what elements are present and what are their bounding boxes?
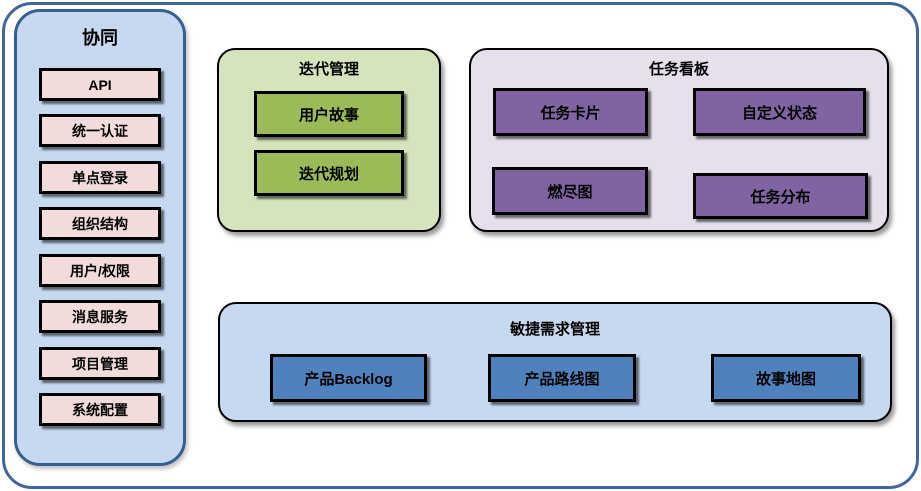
feature-story-map: 故事地图 <box>711 354 861 402</box>
feature-iteration-planning: 迭代规划 <box>254 150 404 196</box>
group-agile-requirements: 敏捷需求管理 产品Backlog 产品路线图 故事地图 <box>218 302 892 422</box>
collaboration-panel-title: 协同 <box>82 28 118 48</box>
sidebar-item-org-structure: 组织结构 <box>39 207 161 240</box>
group-task-board: 任务看板 任务卡片 自定义状态 燃尽图 任务分布 <box>469 48 889 232</box>
sidebar-item-project-management: 项目管理 <box>39 347 161 380</box>
group-iteration-management: 迭代管理 用户故事 迭代规划 <box>217 48 441 232</box>
sidebar-item-system-config: 系统配置 <box>39 393 161 426</box>
feature-task-card: 任务卡片 <box>493 88 648 136</box>
sidebar-item-message-service: 消息服务 <box>39 300 161 333</box>
collaboration-panel: 协同 API 统一认证 单点登录 组织结构 用户/权限 消息服务 项目管理 系统… <box>14 9 186 466</box>
feature-product-roadmap: 产品路线图 <box>488 354 636 402</box>
feature-task-distribution: 任务分布 <box>693 173 868 219</box>
sidebar-item-api: API <box>39 68 161 101</box>
sidebar-item-user-permissions: 用户/权限 <box>39 254 161 287</box>
group-agile-requirements-title: 敏捷需求管理 <box>509 321 600 338</box>
feature-product-backlog: 产品Backlog <box>270 354 427 402</box>
feature-burndown-chart: 燃尽图 <box>492 167 648 215</box>
sidebar-item-single-sign-on: 单点登录 <box>39 161 161 194</box>
feature-user-story: 用户故事 <box>254 91 404 137</box>
group-task-board-title: 任务看板 <box>648 61 709 78</box>
feature-custom-status: 自定义状态 <box>693 88 866 136</box>
sidebar-item-unified-auth: 统一认证 <box>39 114 161 147</box>
group-iteration-management-title: 迭代管理 <box>298 61 359 78</box>
